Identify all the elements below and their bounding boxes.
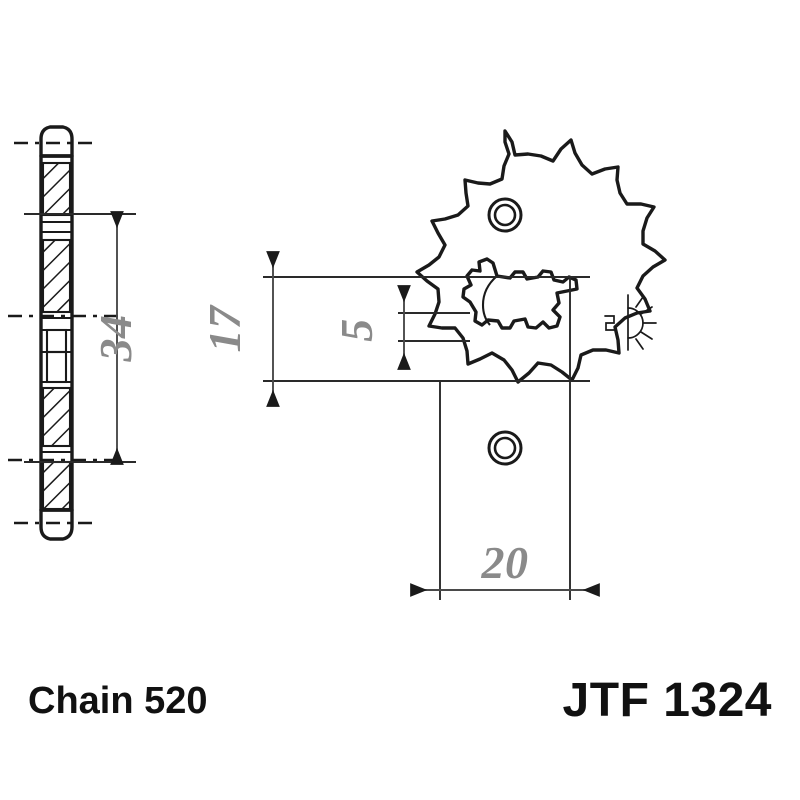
side-view-hatch-outline-1: [41, 161, 72, 217]
dimension-17-value: 17: [199, 304, 250, 353]
dimension-17-group: 17: [199, 251, 590, 407]
bolt-hole-top-inner: [493, 203, 517, 227]
dimension-5-value: 5: [331, 318, 382, 342]
front-view: [415, 129, 667, 466]
radial-burst-ray-1: [640, 306, 653, 315]
splined-center-bore: [461, 257, 579, 330]
side-view-bore-block-upper: [45, 328, 68, 354]
side-view-hatch-block-3: [43, 388, 70, 446]
dimension-20-group: 20: [410, 277, 600, 600]
side-view-hatch-outline-2: [41, 238, 72, 314]
bolt-hole-top-outer: [487, 197, 523, 233]
radial-burst-ray-2: [635, 296, 644, 308]
bolt-hole-bottom-inner: [493, 436, 517, 460]
radial-burst-glyph: [604, 315, 616, 331]
side-view-hatch-outline-3: [41, 386, 72, 448]
sprocket-tooth-profile: [415, 129, 667, 384]
dimension-34-value: 34: [90, 315, 141, 363]
splined-bore-inner-relief: [481, 275, 498, 326]
dimension-20-value: 20: [481, 537, 529, 588]
side-view-hatch-block-1: [43, 163, 70, 215]
chain-label: Chain 520: [28, 680, 208, 722]
radial-burst-symbol: [604, 294, 657, 351]
dimension-34-group: 34: [24, 211, 141, 465]
side-view-top-tooth: [39, 125, 74, 158]
radial-burst-ray-4: [635, 338, 644, 350]
bolt-hole-bottom-outer: [487, 430, 523, 466]
side-view-bottom-tooth: [39, 508, 74, 541]
side-view-hatch-block-2: [43, 240, 70, 312]
radial-burst-ray-3: [640, 331, 653, 340]
dimension-5-group: 5: [331, 285, 470, 370]
side-view-bore-block-lower: [45, 350, 68, 384]
side-view-hatch-block-4: [43, 462, 70, 509]
part-number-label: JTF 1324: [563, 674, 772, 727]
